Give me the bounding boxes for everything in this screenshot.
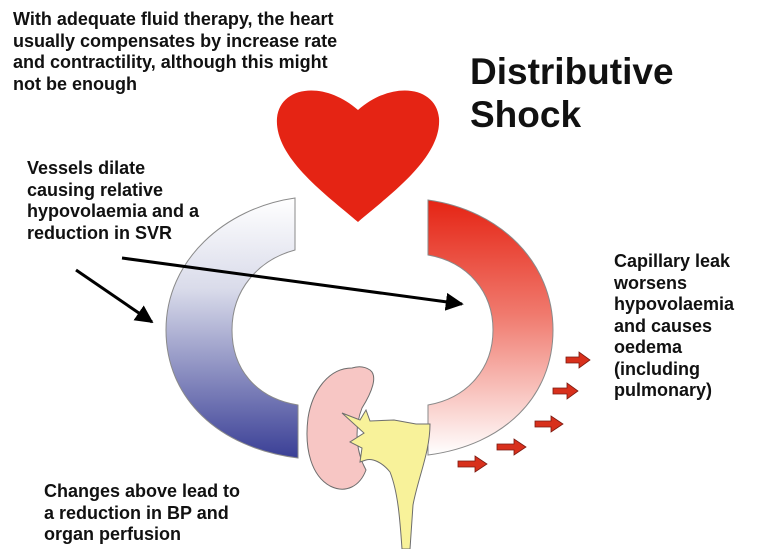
note-line: hypovolaemia and a — [27, 201, 199, 223]
note-line: hypovolaemia — [614, 294, 734, 316]
note-line: not be enough — [13, 74, 337, 96]
note-line: organ perfusion — [44, 524, 240, 546]
note-line: worsens — [614, 273, 734, 295]
heart-icon — [277, 90, 439, 222]
note-line: a reduction in BP and — [44, 503, 240, 525]
vessel-dilation-arrow — [76, 270, 152, 322]
bp-perfusion-note: Changes above lead to a reduction in BP … — [44, 481, 240, 546]
arterial-vessel — [428, 200, 553, 455]
leak-arrow — [535, 416, 563, 432]
note-line: causing relative — [27, 180, 199, 202]
note-line: pulmonary) — [614, 380, 734, 402]
note-line: usually compensates by increase rate — [13, 31, 337, 53]
title-line: Shock — [470, 93, 674, 136]
note-line: Vessels dilate — [27, 158, 199, 180]
note-line: and contractility, although this might — [13, 52, 337, 74]
leak-arrow — [458, 456, 487, 472]
note-line: Capillary leak — [614, 251, 734, 273]
note-line: (including — [614, 359, 734, 381]
leak-arrow — [553, 383, 578, 399]
note-line: With adequate fluid therapy, the heart — [13, 9, 337, 31]
note-line: Changes above lead to — [44, 481, 240, 503]
page-title: Distributive Shock — [470, 50, 674, 136]
capillary-leak-note: Capillary leak worsens hypovolaemia and … — [614, 251, 734, 402]
title-line: Distributive — [470, 50, 674, 93]
note-line: reduction in SVR — [27, 223, 199, 245]
heart-compensation-note: With adequate fluid therapy, the heart u… — [13, 9, 337, 95]
note-line: oedema — [614, 337, 734, 359]
leak-arrow — [497, 439, 526, 455]
note-line: and causes — [614, 316, 734, 338]
leak-arrow — [566, 352, 590, 368]
vessel-dilation-note: Vessels dilate causing relative hypovola… — [27, 158, 199, 244]
